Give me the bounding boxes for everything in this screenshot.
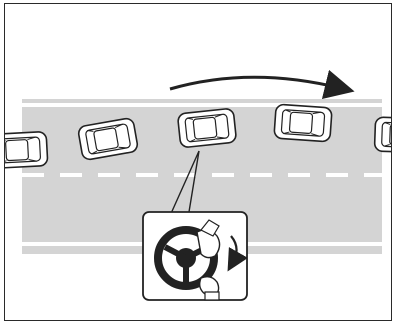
car-icon	[274, 104, 332, 142]
steering-callout	[143, 212, 247, 300]
lane-diagram	[5, 4, 392, 321]
direction-arrow-icon	[170, 77, 340, 89]
car-icon	[177, 108, 236, 148]
car-icon	[5, 132, 48, 169]
car-icon	[374, 117, 392, 153]
diagram-frame	[4, 3, 392, 321]
